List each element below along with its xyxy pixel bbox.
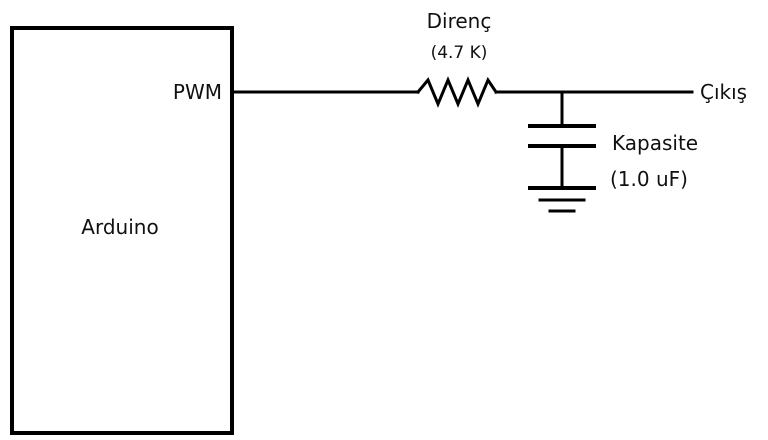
pwm-pin-label: PWM xyxy=(173,80,222,104)
capacitor-label: Kapasite xyxy=(612,131,698,155)
resistor-label: Direnç xyxy=(427,9,492,33)
arduino-label: Arduino xyxy=(81,215,158,239)
resistor-symbol xyxy=(415,76,499,108)
output-label: Çıkış xyxy=(700,80,747,104)
capacitor-value: (1.0 uF) xyxy=(610,167,688,191)
ground-icon xyxy=(528,186,596,213)
arduino-block xyxy=(10,26,234,435)
resistor-value: (4.7 K) xyxy=(431,43,488,63)
